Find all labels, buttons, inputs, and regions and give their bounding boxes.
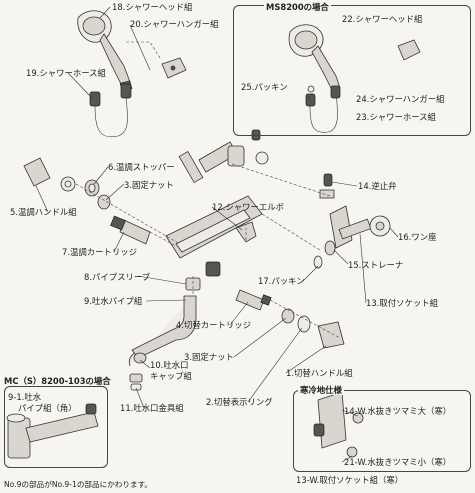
label-p22: 22.シャワーヘッド組 (342, 14, 423, 24)
temp-handle-illustration (23, 157, 76, 192)
fixing-nut-a-illustration (97, 194, 111, 210)
label-p1: 1.切替ハンドル組 (286, 368, 353, 378)
shower-hanger-illustration (161, 57, 187, 79)
square-spout-illustration (6, 403, 99, 459)
ms8200-box (233, 5, 471, 136)
label-p9: 9.吐水パイプ組 (84, 296, 143, 306)
label-p12: 12.シャワーエルボ (212, 202, 284, 212)
label-p20: 20.シャワーハンガー組 (130, 19, 219, 29)
shower-head-illustration (77, 10, 133, 92)
cold-region-box (293, 390, 471, 472)
check-valve-illustration (319, 173, 335, 199)
strainer-illustration (324, 240, 336, 256)
label-p2: 2.切替表示リング (206, 397, 273, 407)
label-p3a: 3.固定ナット (124, 180, 174, 190)
label-p18: 18.シャワーヘッド組 (112, 2, 193, 12)
label-p8: 8.パイプスリーブ (84, 272, 151, 282)
label-p7: 7.温調カートリッジ (62, 247, 137, 257)
shower-hose-illustration (89, 83, 132, 138)
packing-17-illustration (313, 255, 323, 269)
label-p19: 19.シャワーホース組 (26, 68, 106, 78)
mounting-socket-illustration (329, 205, 372, 249)
label-p15: 15.ストレーナ (348, 260, 404, 270)
ms8200-shower-head-illustration (288, 24, 341, 91)
label-p9-1-line2: パイプ組（角） (18, 403, 77, 413)
temp-stopper-illustration (84, 179, 100, 197)
ms8200-hose-illustration (305, 85, 341, 133)
label-p10-line2: キャップ組 (150, 371, 192, 381)
switch-handle-illustration (317, 321, 345, 349)
label-p3b: 3.固定ナット (184, 352, 234, 362)
label-p13: 13.取付ソケット組 (366, 298, 438, 308)
ms8200-hanger-illustration (397, 39, 421, 61)
label-p16: 16.ワン座 (398, 232, 437, 242)
label-p25: 25.パッキン (241, 82, 288, 92)
label-p14w: 14-W.水抜きツマミ大（寒） (344, 406, 452, 416)
switch-cartridge-illustration (235, 289, 272, 311)
label-p9-1-line1: 9-1.吐水 (8, 392, 42, 402)
cold-region-title: 寒冷地仕様 (298, 385, 344, 395)
ms8200-title: MS8200の場合 (264, 2, 331, 12)
drain-knob-small-illustration (346, 446, 358, 458)
label-p5: 5.温調ハンドル組 (10, 207, 77, 217)
mixer-body-illustration (165, 141, 263, 277)
mc8200-box (4, 386, 108, 468)
label-p24: 24.シャワーハンガー組 (356, 94, 445, 104)
fixing-nut-b-illustration (281, 308, 295, 324)
switch-ring-illustration (297, 315, 311, 333)
label-p10-line1: 10.吐水口 (150, 360, 189, 370)
wan-seat-illustration (369, 215, 391, 237)
spout-fitting-illustration (129, 373, 143, 391)
temp-cartridge-illustration (110, 215, 151, 245)
label-p6: 6.温調ストッパー (108, 162, 175, 172)
label-p14: 14.逆止弁 (358, 181, 397, 191)
label-p13w: 13-W.取付ソケット組（寒） (296, 475, 404, 485)
cold-socket-illustration (313, 391, 347, 449)
mc8200-title: MC（S）8200-103の場合 (4, 376, 111, 386)
label-p4: 4.切替カートリッジ (176, 320, 251, 330)
footnote: No.9の部品がNo.9-1の部品にかわります。 (4, 480, 152, 489)
drain-knob-large-illustration (352, 412, 364, 424)
label-p11: 11.吐水口金具組 (120, 403, 184, 413)
spout-cap-illustration (133, 352, 147, 364)
label-p23: 23.シャワーホース組 (356, 112, 436, 122)
label-p17: 17.パッキン (258, 276, 305, 286)
label-p21w: 21-W.水抜きツマミ小（寒） (344, 457, 452, 467)
